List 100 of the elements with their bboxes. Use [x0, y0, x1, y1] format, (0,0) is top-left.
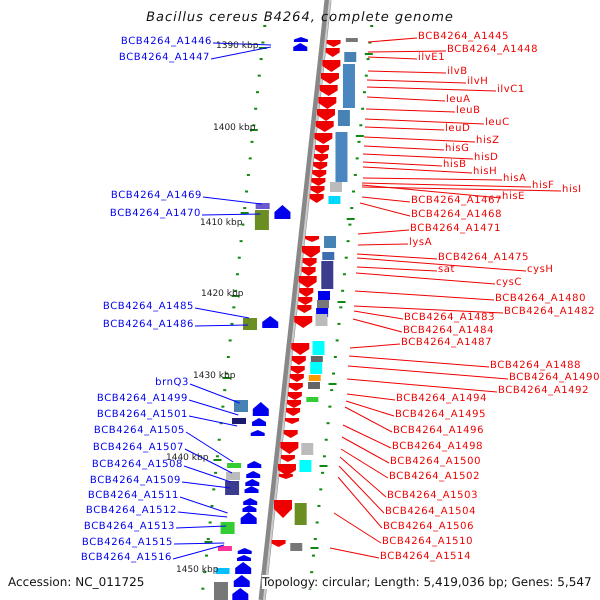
leader-line — [172, 544, 225, 560]
leader-line — [362, 162, 442, 166]
gene-label: BCB4264_A1501 — [96, 409, 188, 421]
gene-label: BCB4264_A1488 — [490, 360, 582, 372]
gene-label: BCB4264_A1495 — [395, 409, 486, 421]
leader-line — [194, 308, 250, 318]
leader-line — [356, 272, 496, 284]
leader-line — [354, 306, 504, 314]
leader-line — [176, 526, 227, 528]
gene-label: hisD — [474, 152, 498, 164]
gene-label: ilvH — [467, 76, 488, 88]
gene-label: BCB4264_A1482 — [504, 306, 596, 318]
leader-line — [364, 136, 476, 142]
gene-label: BCB4264_A1512 — [86, 505, 177, 517]
gene-label: BCB4264_A1467 — [411, 195, 502, 207]
leader-line — [346, 378, 498, 392]
leader-line — [340, 456, 386, 498]
gene-label: BCB4264_A1507 — [92, 442, 184, 454]
leader-line — [366, 108, 456, 112]
gene-label: BCB4264_A1447 — [118, 52, 210, 64]
gene-label: hisH — [473, 166, 498, 178]
gene-label: BCB4264_A1514 — [380, 551, 472, 563]
footer-text: Topology: circular; Length: 5,419,036 bp; Genes: 5,547 — [262, 575, 592, 589]
leader-line — [362, 182, 532, 188]
gene-label: leuA — [446, 94, 471, 106]
leader-line — [354, 290, 494, 300]
gene-label: hisI — [562, 184, 582, 196]
leader-line — [362, 184, 502, 198]
gene-label: BCB4264_A1503 — [387, 490, 478, 502]
leader-line — [362, 186, 562, 192]
leader-line — [362, 196, 410, 202]
leader-line — [364, 126, 444, 130]
gene-label: BCB4264_A1515 — [82, 537, 173, 549]
gene-label: cysC — [496, 277, 522, 289]
gene-label: BCB4264_A1504 — [385, 506, 476, 518]
leader-line — [362, 154, 474, 160]
leader-line — [330, 548, 380, 558]
leader-line — [350, 344, 400, 348]
leader-line — [334, 512, 382, 544]
leader-line — [346, 394, 396, 400]
leader-line — [366, 80, 466, 84]
gene-label: BCB4264_A1496 — [393, 425, 484, 437]
scale-label: 1420 kbp — [201, 290, 244, 299]
leader-line — [194, 324, 249, 326]
gene-label: BCB4264_A1470 — [110, 208, 201, 220]
leader-line — [358, 230, 410, 234]
leader-line — [360, 202, 410, 216]
gene-label: BCB4264_A1468 — [411, 209, 502, 221]
leader-line — [340, 448, 388, 478]
gene-label: BCB4264_A1469 — [110, 190, 202, 202]
leader-line — [182, 482, 231, 488]
gene-label: BCB4264_A1471 — [410, 223, 502, 235]
leader-line — [356, 266, 438, 272]
leader-line — [202, 214, 261, 216]
gene-label: sat — [438, 264, 456, 276]
leader-line — [362, 166, 472, 174]
gene-label: BCB4264_A1500 — [390, 456, 482, 468]
gene-label: BCB4264_A1446 — [120, 36, 212, 48]
leader-line — [342, 424, 392, 448]
leader-line — [344, 406, 392, 432]
leader-line — [346, 400, 394, 416]
gene-label: BCB4264_A1509 — [90, 475, 181, 487]
leader-line — [174, 542, 225, 544]
leader-line — [184, 448, 232, 474]
gene-label: BCB4264_A1475 — [438, 252, 530, 264]
leader-line — [190, 384, 240, 404]
gene-label: BCB4264_A1484 — [403, 325, 494, 337]
footer-text: Accession: NC_011725 — [8, 575, 144, 589]
leader-line — [342, 436, 390, 464]
gene-label: BCB4264_A1492 — [498, 385, 590, 397]
leader-line — [180, 496, 228, 514]
leader-line — [368, 38, 418, 42]
gene-label: hisA — [503, 173, 527, 185]
scale-label: 1400 kbp — [213, 124, 256, 133]
gene-label: BCB4264_A1511 — [88, 490, 179, 502]
gene-label: BCB4264_A1499 — [96, 393, 188, 405]
leader-line — [348, 356, 490, 368]
gene-label: hisG — [445, 143, 470, 155]
gene-label: hisB — [443, 159, 467, 171]
title: Bacillus cereus B4264, complete genome — [145, 10, 455, 26]
gene-label: lysA — [409, 237, 432, 249]
gene-label: BCB4264_A1448 — [447, 44, 538, 56]
leader-line — [366, 96, 446, 102]
leader-line — [348, 366, 508, 380]
leader-line — [358, 244, 408, 246]
leader-line — [186, 432, 234, 462]
leader-line — [354, 310, 404, 320]
leader-line — [356, 254, 438, 260]
scale-label: 1430 kbp — [193, 372, 236, 381]
gene-label: BCB4264_A1516 — [80, 552, 172, 564]
gene-label: ilvE1 — [418, 52, 446, 64]
gene-label: BCB4264_A1505 — [94, 425, 185, 437]
leader-line — [338, 476, 382, 528]
leader-line — [202, 196, 262, 204]
gene-label: BCB4264_A1483 — [404, 312, 496, 324]
gene-label: BCB4264_A1490 — [509, 372, 600, 384]
leader-line — [212, 42, 272, 46]
gene-label: BCB4264_A1494 — [396, 393, 488, 405]
gene-label: cysH — [527, 264, 554, 276]
gene-label: ilvB — [447, 66, 468, 78]
